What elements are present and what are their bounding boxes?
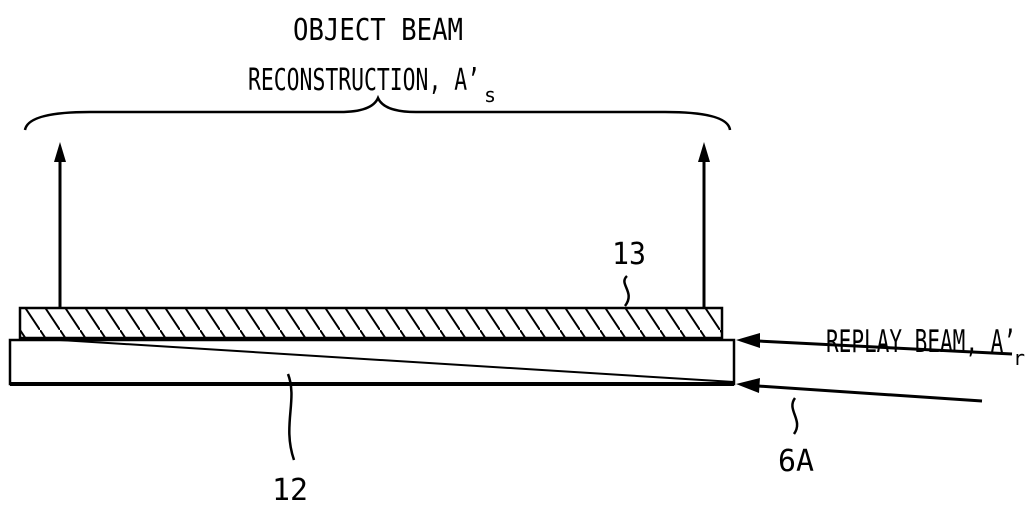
arrow-head-icon <box>736 378 760 393</box>
ref-numeral-6a: 6A <box>778 444 814 479</box>
leader-line-12 <box>286 373 296 461</box>
arrow-head-icon <box>736 333 760 348</box>
internal-beam-path <box>59 339 735 383</box>
object-beam-brace <box>23 94 732 131</box>
substrate-12 <box>8 338 736 386</box>
replay-beam-subscript: r <box>1013 346 1025 370</box>
arrow-head-icon <box>54 142 66 162</box>
replay-beam-arrow-upper <box>757 339 1013 356</box>
object-beam-label-line1: OBJECT BEAM <box>293 13 463 48</box>
ref-numeral-13: 13 <box>612 237 646 272</box>
object-beam-subscript: s <box>484 83 496 107</box>
replay-beam-arrow-lower <box>757 384 983 403</box>
leader-line-6a <box>791 397 799 435</box>
hatched-layer-13 <box>18 306 724 340</box>
replay-beam-label: REPLAY BEAM, A’ <box>826 324 1016 360</box>
ref-numeral-12: 12 <box>272 473 308 508</box>
object-beam-label-line2: RECONSTRUCTION, A’ <box>248 63 480 98</box>
leader-line-13 <box>623 275 630 307</box>
arrow-head-icon <box>698 142 710 162</box>
